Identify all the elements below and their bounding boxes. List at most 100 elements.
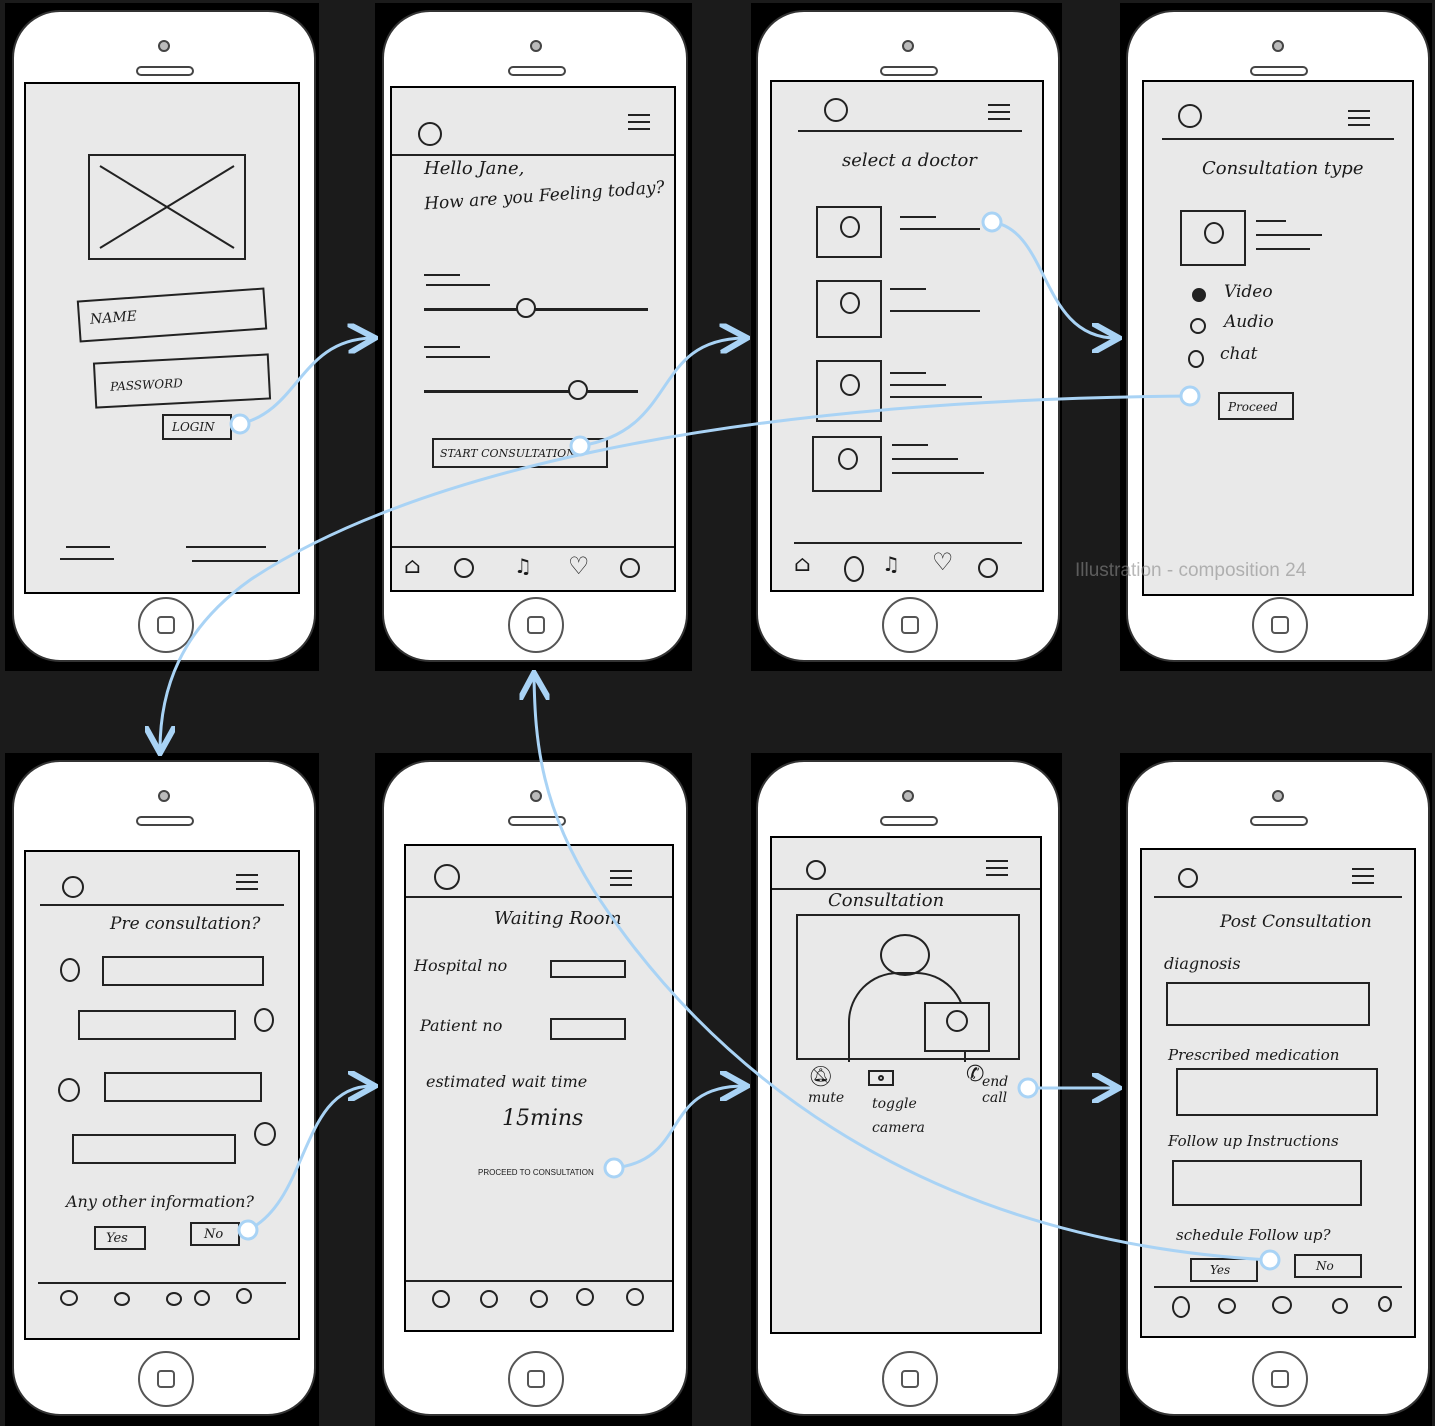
yes-button[interactable]: Yes [94, 1226, 146, 1250]
self-video-preview[interactable] [924, 1002, 990, 1052]
tab-icon[interactable] [60, 1290, 78, 1306]
mute-icon[interactable]: 🔕︎ [808, 1064, 834, 1088]
start-consultation-label: START CONSULTATION [440, 447, 576, 460]
info-tab-icon[interactable] [844, 556, 864, 582]
home-button[interactable] [138, 1351, 194, 1407]
camera-icon [1272, 40, 1284, 52]
home-button[interactable] [508, 1351, 564, 1407]
profile-icon[interactable] [1178, 104, 1202, 128]
profile-icon[interactable] [62, 876, 84, 898]
chat-option-label: chat [1220, 344, 1258, 364]
tab-icon[interactable] [1272, 1296, 1292, 1314]
waiting-room-title: Waiting Room [494, 908, 622, 929]
home-tab-icon[interactable]: ⌂ [404, 554, 421, 579]
speaker-grille [880, 816, 938, 826]
tab-icon[interactable] [626, 1288, 644, 1306]
home-button[interactable] [1252, 1351, 1308, 1407]
doctor-photo[interactable] [812, 436, 882, 492]
tab-icon[interactable] [576, 1288, 594, 1306]
consultation-type-title: Consultation type [1202, 158, 1364, 179]
home-tab-icon[interactable]: ⌂ [794, 552, 811, 577]
profile-icon[interactable] [418, 122, 442, 146]
start-consultation-button[interactable]: START CONSULTATION [432, 438, 608, 468]
footer-link[interactable] [60, 558, 114, 560]
heart-tab-icon[interactable]: ♡ [932, 548, 954, 576]
tab-icon[interactable] [1218, 1298, 1236, 1314]
profile-icon[interactable] [1178, 868, 1198, 888]
settings-tab-icon[interactable] [620, 558, 640, 578]
info-tab-icon[interactable] [454, 558, 474, 578]
doctor-video-head [880, 934, 930, 976]
tab-icon[interactable] [432, 1290, 450, 1308]
footer-link[interactable] [186, 546, 266, 548]
mood-slider-track[interactable] [424, 308, 648, 311]
menu-icon[interactable] [1352, 868, 1374, 889]
menu-icon[interactable] [986, 860, 1008, 881]
tab-icon[interactable] [480, 1290, 498, 1308]
medication-label: Prescribed medication [1168, 1046, 1340, 1064]
menu-icon[interactable] [628, 114, 650, 135]
profile-icon[interactable] [434, 864, 460, 890]
profile-icon[interactable] [806, 860, 826, 880]
tab-icon[interactable] [1378, 1296, 1392, 1312]
doctor-name-line [1256, 220, 1286, 222]
flow-type-to-pre-consultation [160, 394, 1191, 750]
camera-icon [530, 40, 542, 52]
answer-field[interactable] [104, 1072, 262, 1102]
chat-radio[interactable] [1188, 350, 1204, 368]
settings-tab-icon[interactable] [978, 558, 998, 578]
tabbar-divider [1154, 1286, 1402, 1288]
toggle-camera-icon[interactable] [868, 1070, 894, 1086]
user-avatar [58, 1078, 80, 1102]
home-button[interactable] [138, 597, 194, 653]
profile-icon[interactable] [824, 98, 848, 122]
tab-icon[interactable] [166, 1292, 182, 1306]
bell-tab-icon[interactable]: ♫ [882, 552, 900, 576]
doctor-detail-line [890, 396, 982, 398]
menu-icon[interactable] [236, 874, 258, 895]
end-call-icon[interactable]: ✆ [966, 1062, 985, 1087]
proceed-button[interactable]: Proceed [1218, 392, 1294, 420]
footer-link[interactable] [66, 546, 110, 548]
heart-tab-icon[interactable]: ♡ [568, 552, 590, 580]
flow-node [237, 1219, 259, 1241]
video-radio[interactable] [1192, 288, 1206, 302]
header-divider [1162, 138, 1394, 140]
tab-icon[interactable] [1172, 1296, 1190, 1318]
home-button[interactable] [508, 597, 564, 653]
tab-icon[interactable] [194, 1290, 210, 1306]
footer-link[interactable] [192, 560, 278, 562]
tab-icon[interactable] [1332, 1298, 1348, 1314]
no-button-label: No [204, 1227, 224, 1242]
doctor-detail-line [892, 472, 984, 474]
menu-icon[interactable] [1348, 110, 1370, 131]
proceed-to-consultation-link[interactable]: PROCEED TO CONSULTATION [478, 1168, 594, 1177]
answer-field[interactable] [102, 956, 264, 986]
energy-slider-track[interactable] [424, 390, 638, 393]
answer-field[interactable] [78, 1010, 236, 1040]
mood-slider-thumb[interactable] [516, 298, 536, 318]
doctor-photo[interactable] [816, 206, 882, 258]
energy-slider-thumb[interactable] [568, 380, 588, 400]
doctor-photo[interactable] [816, 280, 882, 338]
doctor-photo[interactable] [816, 360, 882, 422]
bell-tab-icon[interactable]: ♫ [514, 554, 532, 578]
tab-icon[interactable] [530, 1290, 548, 1308]
schedule-yes-button[interactable]: Yes [1190, 1258, 1258, 1282]
tab-icon[interactable] [114, 1292, 130, 1306]
audio-radio[interactable] [1190, 318, 1206, 334]
home-button[interactable] [1252, 597, 1308, 653]
answer-field[interactable] [72, 1134, 236, 1164]
doctor-detail-line [900, 228, 980, 230]
slider-label [426, 284, 490, 286]
doctor-name-line [900, 216, 936, 218]
home-button[interactable] [882, 1351, 938, 1407]
consultation-title: Consultation [828, 890, 945, 911]
schedule-no-button[interactable]: No [1294, 1254, 1362, 1278]
tabbar-divider [794, 542, 1022, 544]
proceed-button-label: Proceed [1228, 400, 1278, 414]
tab-icon[interactable] [236, 1288, 252, 1304]
menu-icon[interactable] [610, 870, 632, 891]
menu-icon[interactable] [988, 104, 1010, 125]
home-button[interactable] [882, 597, 938, 653]
